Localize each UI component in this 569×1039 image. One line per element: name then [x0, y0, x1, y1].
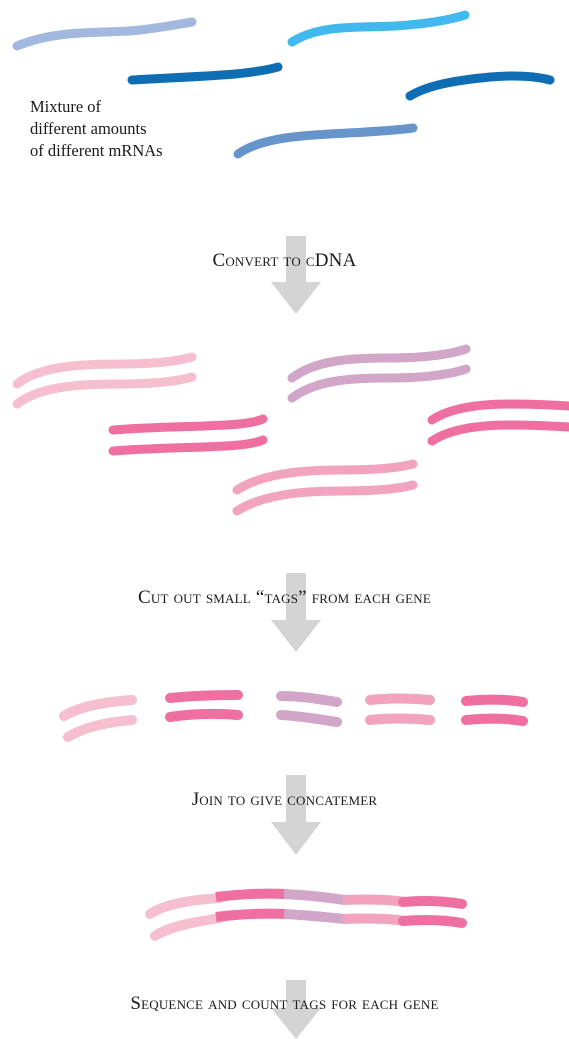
concat-seg-4b — [343, 918, 405, 921]
concat-seg-3b — [284, 914, 345, 919]
down-arrow-2 — [271, 573, 321, 652]
tag-2b — [170, 714, 238, 717]
tags-group — [64, 695, 523, 737]
tag-5a — [466, 700, 523, 702]
cdna-strand-1b — [17, 377, 192, 404]
concat-seg-5b — [403, 920, 462, 923]
tag-3a — [281, 696, 337, 702]
step-caption-convert: Convert to cDNA — [0, 250, 569, 272]
step-caption-cut-tags: Cut out small “tags” from each gene — [0, 587, 569, 609]
concat-seg-1b — [155, 918, 220, 936]
mrna-strand-1 — [17, 22, 192, 46]
down-arrow-1 — [271, 236, 321, 314]
tag-2a — [170, 695, 238, 698]
mixture-label-line-3: of different mRNAs — [30, 140, 163, 162]
mrna-strand-2 — [292, 15, 465, 42]
tag-1a — [64, 700, 132, 716]
tag-5b — [466, 719, 523, 721]
tag-3b — [281, 715, 337, 722]
concatemer-group — [150, 894, 462, 936]
cdna-strand-3a — [113, 419, 263, 430]
concat-seg-1a — [150, 898, 220, 914]
concat-seg-2b — [216, 914, 286, 917]
tag-4b — [370, 719, 430, 721]
cdna-strand-5b — [237, 485, 413, 511]
cdna-strand-4a — [432, 404, 569, 420]
tag-1b — [68, 720, 132, 737]
mrna-strand-4 — [410, 76, 550, 96]
mixture-label-line-2: different amounts — [30, 118, 163, 140]
concat-seg-4a — [343, 899, 405, 902]
step-caption-sequence: Sequence and count tags for each gene — [0, 993, 569, 1015]
cdna-strand-4b — [432, 425, 569, 441]
tag-4a — [370, 699, 430, 701]
concat-seg-2a — [216, 894, 286, 897]
down-arrow-3 — [271, 775, 321, 855]
concat-seg-5a — [403, 901, 462, 904]
mixture-label: Mixture of different amounts of differen… — [30, 96, 163, 162]
mrna-strand-5 — [238, 128, 413, 154]
mixture-label-line-1: Mixture of — [30, 96, 163, 118]
cdna-strand-3b — [113, 440, 263, 451]
cdna-group — [17, 349, 569, 511]
concat-seg-3a — [284, 894, 345, 900]
mrna-strand-3 — [132, 67, 278, 80]
step-caption-join: Join to give concatemer — [0, 789, 569, 811]
cdna-strand-2b — [292, 369, 466, 398]
